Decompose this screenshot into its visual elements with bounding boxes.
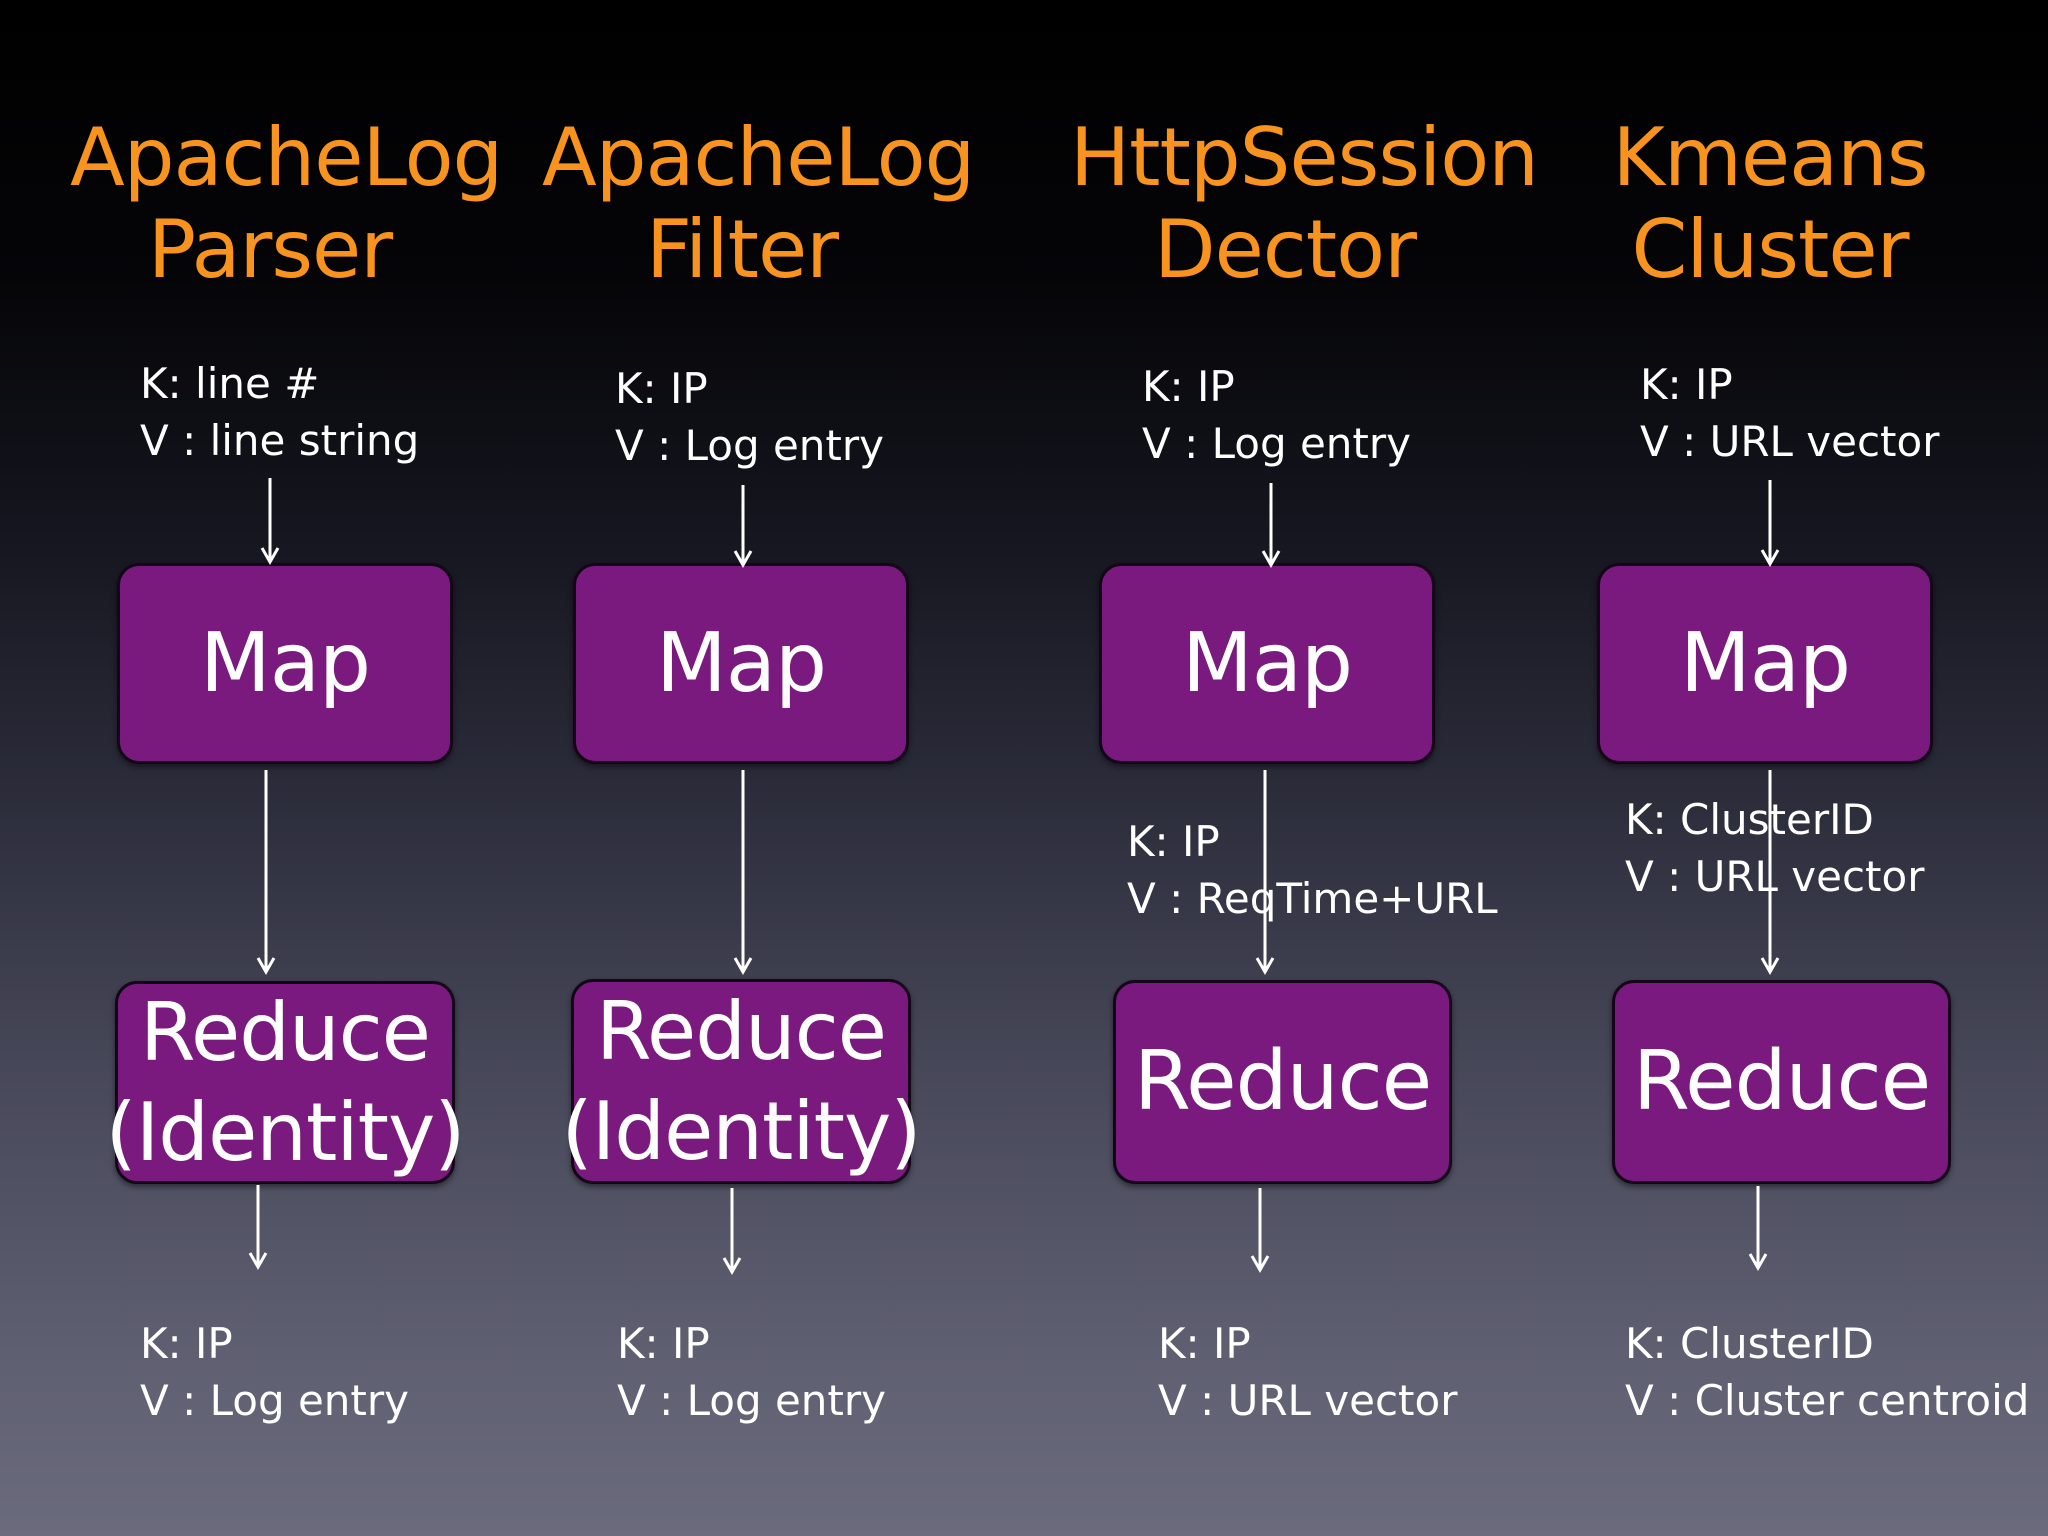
pipeline-2-reduce-sublabel: (Identity) xyxy=(561,1084,921,1178)
pipeline-3-title-line2: Dector xyxy=(1153,203,1417,296)
pipeline-3-intermediate-kv: K: IP V : ReqTime+URL xyxy=(1127,813,1498,927)
pipeline-4-output-kv: K: ClusterID V : Cluster centroid xyxy=(1625,1315,2029,1429)
pipeline-1-title-line2: Parser xyxy=(147,203,393,296)
pipeline-3-output-value: V : URL vector xyxy=(1158,1376,1458,1425)
pipeline-4-input-arrowhead xyxy=(1760,549,1780,568)
pipeline-4-reduce-label: Reduce xyxy=(1632,1034,1931,1129)
pipeline-1-map-box: Map xyxy=(117,563,453,764)
pipeline-3-reduce-label: Reduce xyxy=(1133,1034,1432,1129)
pipeline-2-input-value: V : Log entry xyxy=(615,421,885,470)
pipeline-3-reduce-box: Reduce xyxy=(1113,980,1452,1184)
pipeline-4-output-value: V : Cluster centroid xyxy=(1625,1376,2030,1425)
pipeline-2-output-kv: K: IP V : Log entry xyxy=(617,1315,886,1429)
pipeline-3-output-key: K: IP xyxy=(1158,1319,1251,1368)
pipeline-4-title-line1: Kmeans xyxy=(1612,111,1928,204)
pipeline-2-output-value: V : Log entry xyxy=(617,1376,887,1425)
pipeline-3-title-line1: HttpSession xyxy=(1070,111,1539,204)
pipeline-1-input-key: K: line # xyxy=(140,359,320,408)
pipeline-2-output-key: K: IP xyxy=(617,1319,710,1368)
pipeline-1-input-value: V : line string xyxy=(140,416,420,465)
pipeline-4-map-label: Map xyxy=(1679,615,1851,711)
pipeline-3-title: HttpSession Dector xyxy=(1070,111,1539,296)
pipeline-1-reduce-label: Reduce xyxy=(140,985,431,1079)
pipeline-4-reduce-box: Reduce xyxy=(1612,980,1951,1184)
pipeline-3-map-reduce-arrowhead xyxy=(1255,957,1275,976)
pipeline-2-title-line2: Filter xyxy=(645,203,839,296)
pipeline-3-intermediate-key: K: IP xyxy=(1127,817,1220,866)
pipeline-1-map-reduce-arrowhead xyxy=(256,957,276,976)
pipeline-4-output-key: K: ClusterID xyxy=(1625,1319,1874,1368)
pipeline-1-output-arrowhead xyxy=(248,1252,268,1271)
pipeline-2-input-kv: K: IP V : Log entry xyxy=(615,360,884,474)
pipeline-1-reduce-sublabel: (Identity) xyxy=(105,1085,465,1179)
pipeline-1-title-line1: ApacheLog xyxy=(70,111,503,204)
pipeline-2-title-line1: ApacheLog xyxy=(542,111,975,204)
pipeline-4-intermediate-value: V : URL vector xyxy=(1625,852,1925,901)
pipeline-1-input-kv: K: line # V : line string xyxy=(140,355,419,469)
pipeline-4-title-line2: Cluster xyxy=(1631,203,1910,296)
pipeline-4-input-key: K: IP xyxy=(1640,360,1733,409)
pipeline-2-reduce-label: Reduce xyxy=(596,984,887,1078)
pipeline-4-map-box: Map xyxy=(1597,563,1933,764)
pipeline-2-output-arrowhead xyxy=(722,1257,742,1276)
pipeline-2-map-reduce-arrowhead xyxy=(733,957,753,976)
pipeline-1-reduce-box: Reduce (Identity) xyxy=(105,981,466,1184)
pipeline-3-intermediate-value: V : ReqTime+URL xyxy=(1127,874,1498,923)
pipeline-2-map-box: Map xyxy=(573,563,909,764)
pipeline-1-output-value: V : Log entry xyxy=(140,1376,410,1425)
pipeline-2-reduce-box: Reduce (Identity) xyxy=(561,979,922,1184)
pipeline-1-map-label: Map xyxy=(199,615,371,711)
pipeline-2-input-key: K: IP xyxy=(615,364,708,413)
pipeline-4-intermediate-key: K: ClusterID xyxy=(1625,795,1874,844)
pipeline-4-input-value: V : URL vector xyxy=(1640,417,1940,466)
pipeline-4-map-reduce-arrowhead xyxy=(1760,957,1780,976)
pipeline-3-output-kv: K: IP V : URL vector xyxy=(1158,1315,1457,1429)
pipeline-2-title: ApacheLog Filter xyxy=(542,111,975,296)
pipeline-4-title: Kmeans Cluster xyxy=(1570,112,1970,296)
pipeline-1-output-kv: K: IP V : Log entry xyxy=(140,1315,409,1429)
pipeline-3-input-value: V : Log entry xyxy=(1142,419,1412,468)
pipeline-1-output-key: K: IP xyxy=(140,1319,233,1368)
pipeline-3-map-box: Map xyxy=(1099,563,1435,764)
pipeline-3-output-arrowhead xyxy=(1250,1255,1270,1274)
pipeline-3-input-kv: K: IP V : Log entry xyxy=(1142,358,1411,472)
pipeline-3-input-key: K: IP xyxy=(1142,362,1235,411)
pipeline-4-input-kv: K: IP V : URL vector xyxy=(1640,356,1939,470)
pipeline-4-intermediate-kv: K: ClusterID V : URL vector xyxy=(1625,791,1924,905)
pipeline-3-map-label: Map xyxy=(1181,615,1353,711)
pipeline-4-output-arrowhead xyxy=(1748,1253,1768,1272)
pipeline-1-title: ApacheLog Parser xyxy=(70,111,503,296)
pipeline-1-input-arrowhead xyxy=(260,547,280,566)
pipeline-2-map-label: Map xyxy=(655,615,827,711)
